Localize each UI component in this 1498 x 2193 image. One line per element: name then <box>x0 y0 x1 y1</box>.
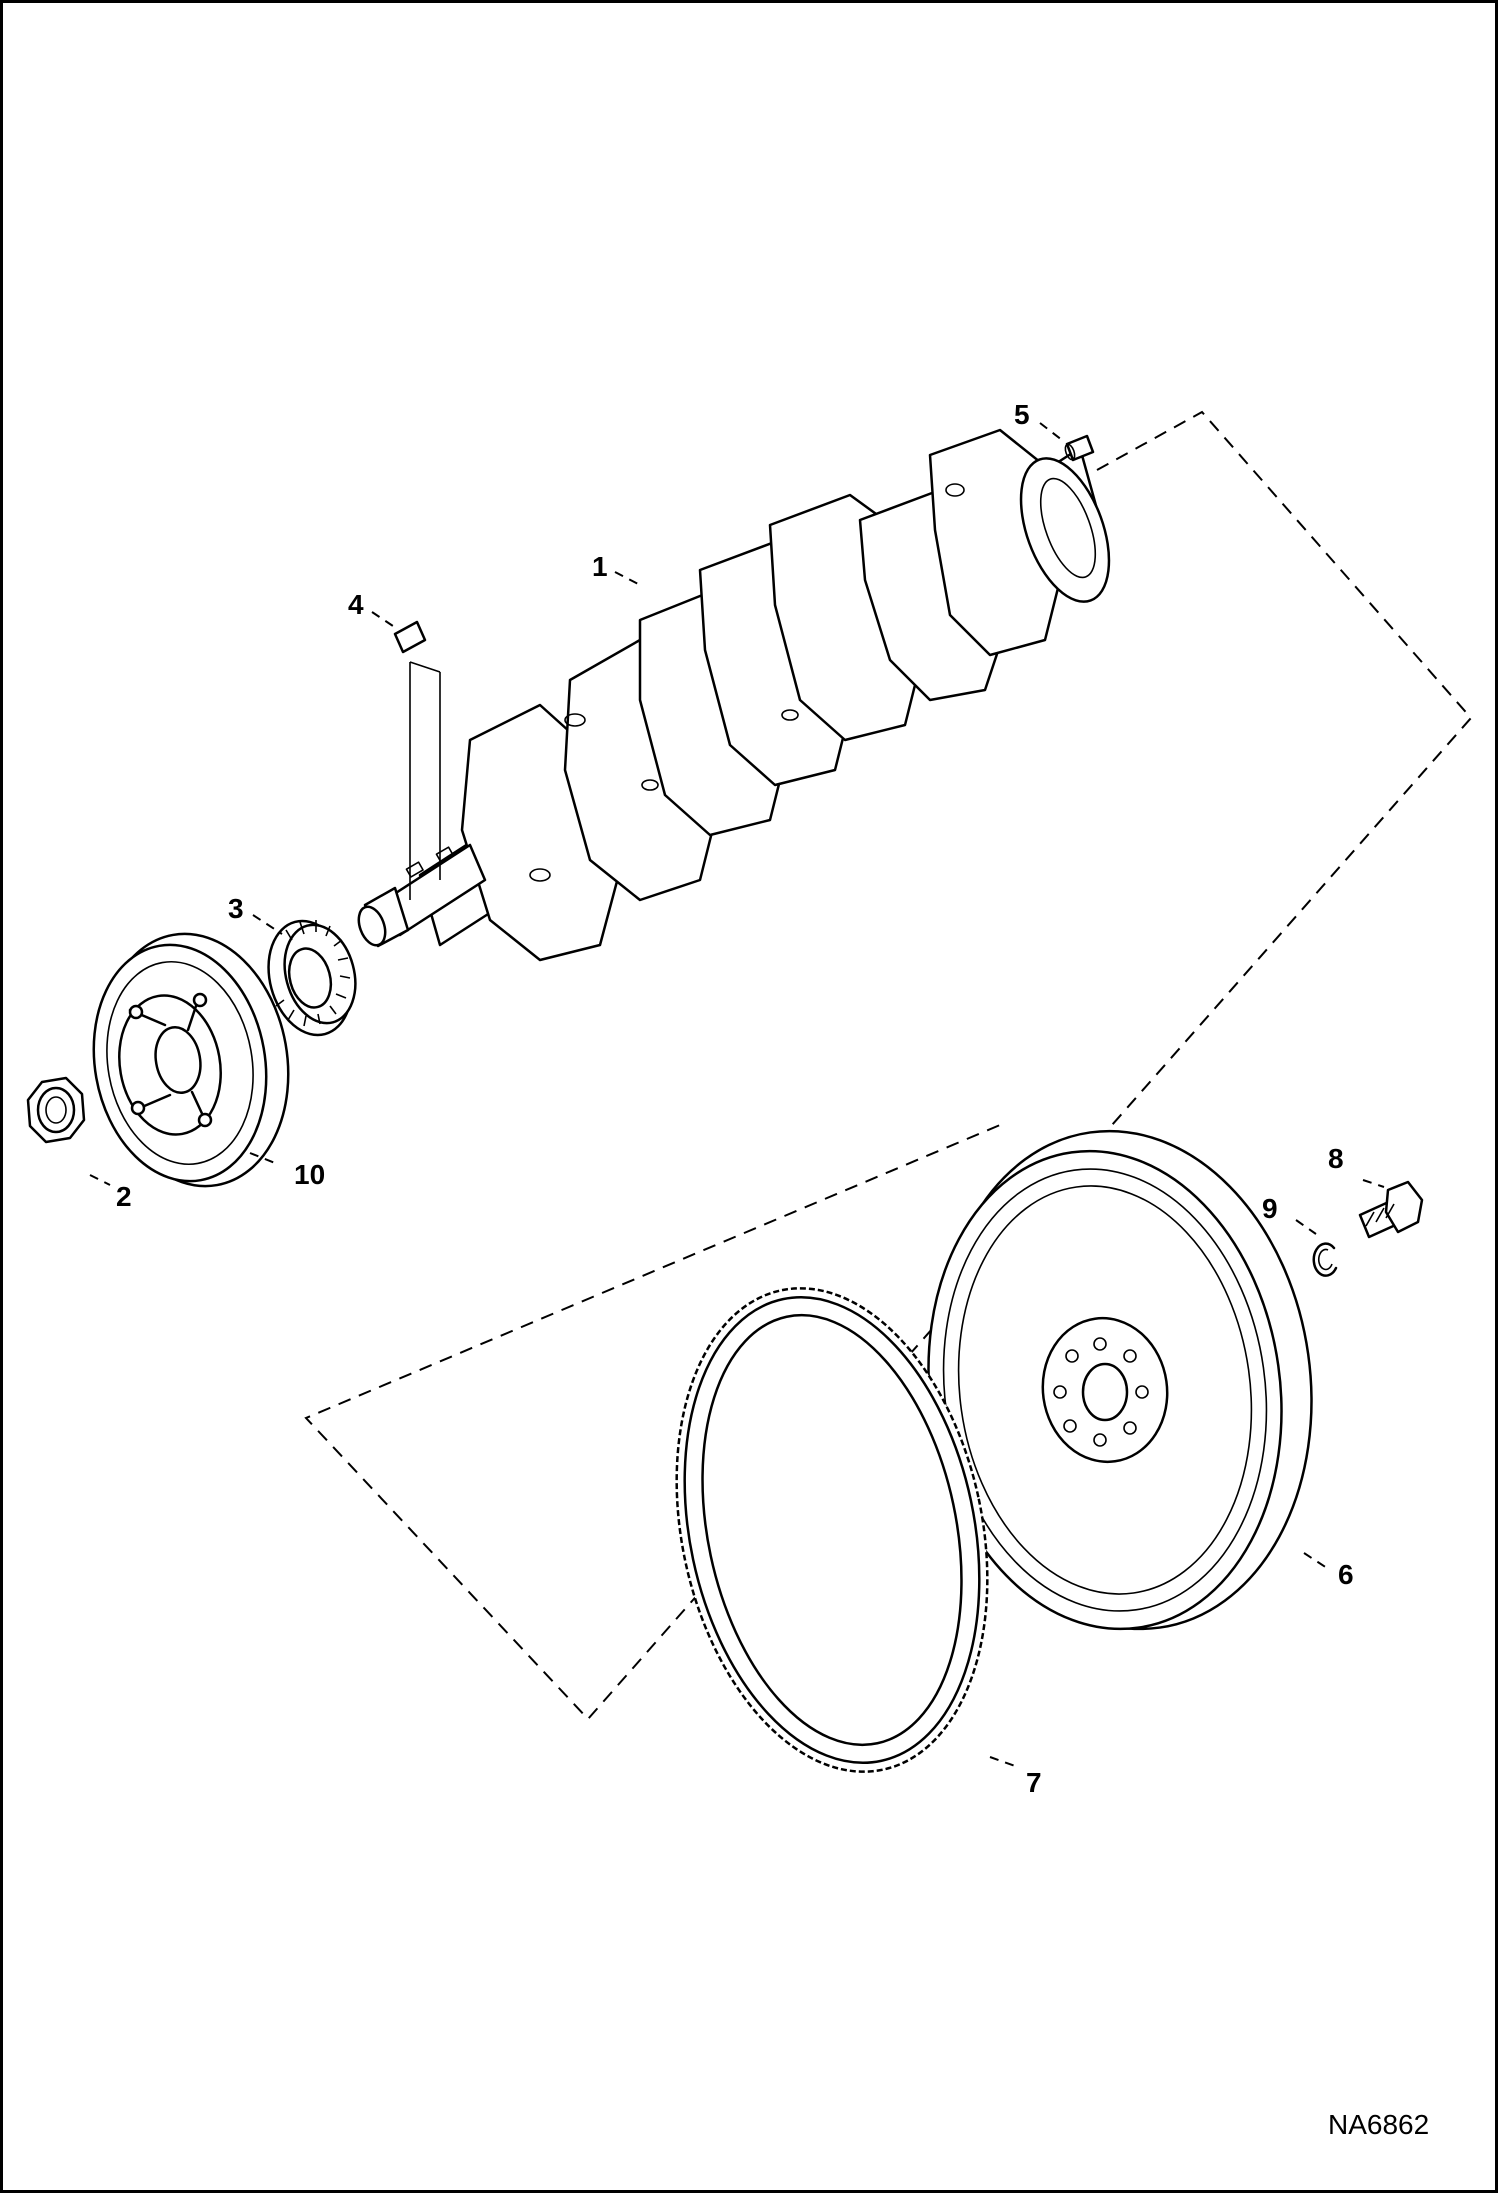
callout-6: 6 <box>1338 1559 1354 1590</box>
callout-5: 5 <box>1014 399 1030 430</box>
washer <box>1312 1242 1338 1277</box>
callout-7: 7 <box>1026 1767 1042 1798</box>
crankshaft-pulley <box>92 932 290 1188</box>
figure-id: NA6862 <box>1328 2109 1429 2140</box>
callout-10: 10 <box>294 1159 325 1190</box>
ring-gear <box>675 1287 989 1773</box>
callout-1: 1 <box>592 551 608 582</box>
callout-8: 8 <box>1328 1143 1344 1174</box>
key <box>393 620 441 900</box>
callout-3: 3 <box>228 893 244 924</box>
callout-4: 4 <box>348 589 364 620</box>
pulley-nut <box>26 1076 86 1144</box>
callouts: 1 2 3 4 5 6 7 8 9 10 <box>116 399 1354 1798</box>
leader-lines <box>89 422 1385 1768</box>
crankshaft <box>357 428 1111 962</box>
callout-9: 9 <box>1262 1193 1278 1224</box>
callout-2: 2 <box>116 1181 132 1212</box>
dowel-pin <box>1064 434 1095 462</box>
crankshaft-gear <box>267 919 357 1037</box>
flywheel-bolt <box>1358 1180 1424 1239</box>
